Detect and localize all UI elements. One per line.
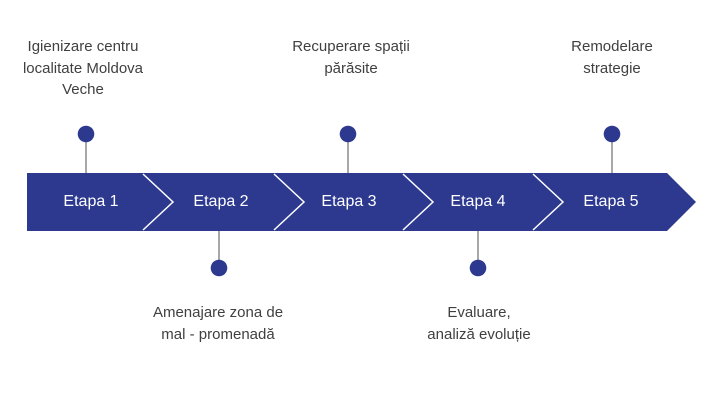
stage-separator-chevron [273, 173, 306, 231]
note-line: strategie [583, 59, 641, 77]
timeline-band [27, 173, 696, 231]
stage-label-1: Etapa 1 [63, 193, 119, 210]
stage-note-4: Evaluare, analiză evoluție [427, 302, 530, 345]
note-line: Amenajare zona de [152, 304, 284, 321]
stage-note-1: Igienizare centru localitate Moldova Vec… [23, 36, 143, 101]
note-line: mal - promenadă [161, 325, 275, 343]
stage-label-5: Etapa 5 [583, 193, 639, 210]
stage-note-3: Recuperare spații părăsite [292, 36, 410, 79]
note-line: părăsite [324, 59, 378, 77]
stage-label-2: Etapa 2 [193, 193, 249, 210]
stage-separator-chevron [142, 173, 175, 231]
milestone-dot [77, 125, 95, 143]
note-line: localitate Moldova [22, 59, 144, 77]
milestone-dot [339, 125, 357, 143]
stage-separator-chevron [402, 173, 435, 231]
stage-separator-chevron [532, 173, 565, 231]
stage-label-3: Etapa 3 [321, 193, 377, 210]
milestone-dot [603, 125, 621, 143]
stage-label-4: Etapa 4 [450, 193, 506, 210]
note-line: Remodelare [571, 38, 653, 55]
note-line: Veche [62, 81, 104, 98]
note-line: Evaluare, [447, 304, 511, 321]
note-line: analiză evoluție [427, 325, 531, 343]
stage-note-2: Amenajare zona de mal - promenadă [153, 302, 283, 345]
note-line: Recuperare spații [292, 38, 410, 55]
note-line: Igienizare centru [27, 38, 139, 55]
milestone-dot [210, 259, 228, 277]
milestone-dot [469, 259, 487, 277]
stage-note-5: Remodelare strategie [571, 36, 653, 79]
